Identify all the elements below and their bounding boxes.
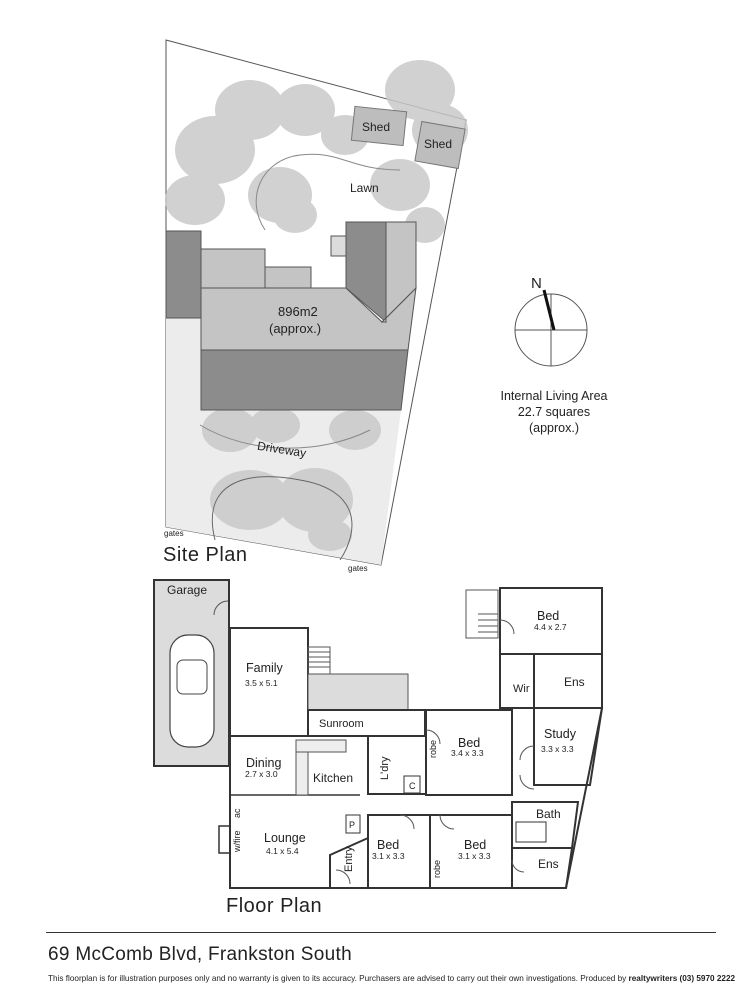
site-plan-title: Site Plan [163,544,248,566]
kitchen-bench [295,739,347,753]
site-roof-light-wing [380,221,417,323]
pantry-p-label: P [349,820,355,830]
shed-2 [414,120,466,170]
internal-area-line1: Internal Living Area [500,389,607,403]
room-bed-2-dims: 3.4 x 3.3 [451,748,484,758]
disclaimer-body: This floorplan is for illustration purpo… [48,974,627,983]
room-bed-master-dims: 4.4 x 2.7 [534,622,567,632]
room-study-name: Study [544,727,577,741]
site-sunroom [264,266,312,289]
floor-plan-labels: Garage Family 3.5 x 5.1 Sunroom Dining 2… [167,583,585,878]
room-ens-1-name: Ens [564,675,585,689]
property-address: 69 McComb Blvd, Frankston South [48,944,352,965]
land-area-label: 896m2 [278,304,318,319]
site-front-roof [200,349,409,411]
internal-area-line3: (approx.) [529,421,579,435]
north-needle [542,289,556,331]
room-bath-name: Bath [536,807,561,821]
study-outline [533,707,604,786]
gates-right-label: gates [348,564,368,573]
north-label: N [531,275,542,292]
shed-2-label: Shed [424,137,452,151]
land-area-note: (approx.) [269,321,321,336]
room-bed-2-name: Bed [458,736,480,750]
kitchen-cabinets [295,751,309,796]
room-laundry-name: L'dry [379,756,391,780]
room-kitchen-name: Kitchen [313,771,353,785]
internal-area-block: Internal Living Area 22.7 squares (appro… [500,389,607,435]
room-bed-3-name: Bed [377,838,399,852]
pantry-p [345,814,361,834]
compass: N [514,275,588,367]
laundry-outline [367,735,427,795]
ac-label: ac [232,808,242,818]
cupboard-c-label: C [409,781,416,791]
room-dining-dims: 2.7 x 3.0 [245,769,278,779]
room-dining-name: Dining [246,756,281,770]
shed-1-label: Shed [362,120,390,134]
garage-car [169,634,215,748]
deck-area [307,673,409,711]
producer-name: realtywriters [628,974,678,983]
wfire-label: w/fire [232,830,242,853]
gates-left-label: gates [164,529,184,538]
room-bed-4-dims: 3.1 x 3.3 [458,851,491,861]
room-ens-2-name: Ens [538,857,559,871]
cupboard-c [403,775,421,794]
producer-phone: (03) 5970 2222 [679,974,736,983]
site-plan: Shed Shed Lawn 896m2 (approx.) Driveway … [164,39,468,573]
disclaimer-text: This floorplan is for illustration purpo… [48,974,735,983]
floor-plan-title: Floor Plan [226,895,323,917]
property-plan-drawing: Shed Shed Lawn 896m2 (approx.) Driveway … [153,39,608,889]
wir-outline [499,653,535,709]
driveway-edge [211,476,353,561]
room-wir-name: Wir [513,683,530,695]
floor-plan [153,579,604,889]
door-swings [213,600,535,885]
room-bed-master-name: Bed [537,609,559,623]
wood-fire [218,825,231,854]
lawn-label: Lawn [350,181,379,195]
room-lounge-name: Lounge [264,831,306,845]
room-lounge-dims: 4.1 x 5.4 [266,846,299,856]
lawn-curve-1 [255,153,401,231]
room-bed-4-name: Bed [464,838,486,852]
site-garage-block [165,230,202,319]
internal-area-line2: 22.7 squares [518,405,590,419]
lawn-curve-2 [199,424,371,449]
room-study-dims: 3.3 x 3.3 [541,744,574,754]
robe-1-label: robe [428,740,438,758]
deck-stairs [307,589,499,675]
room-garage-name: Garage [167,583,207,597]
site-deck-step [330,235,347,257]
main-outline [229,736,368,889]
site-rear-extension [200,248,266,289]
robe-2-label: robe [432,860,442,878]
shed-1 [350,105,408,147]
footer-divider [46,932,716,933]
room-family-name: Family [246,661,284,675]
bed-2-outline [425,709,513,796]
room-sunroom-name: Sunroom [319,718,364,730]
room-family-dims: 3.5 x 5.1 [245,678,278,688]
room-bed-3-dims: 3.1 x 3.3 [372,851,405,861]
room-entry-name: Entry [343,846,355,872]
